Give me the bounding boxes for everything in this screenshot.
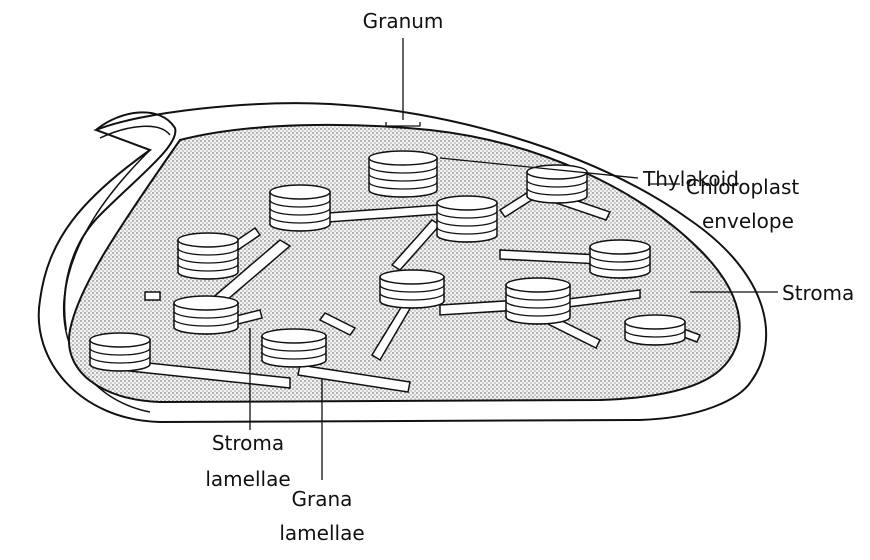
- thylakoid-disc-top: [270, 185, 330, 199]
- thylakoid-disc-top: [590, 240, 650, 254]
- label-chloroplast-envelope-2: envelope: [702, 209, 794, 233]
- granum-stack: [174, 296, 238, 334]
- thylakoid-disc-top: [625, 315, 685, 329]
- label-granum: Granum: [363, 9, 444, 33]
- granum-stack: [625, 315, 685, 345]
- granum-stack: [270, 185, 330, 231]
- granum-stack: [590, 240, 650, 278]
- granum-stack: [437, 196, 497, 242]
- label-grana-lamellae-2: lamellae: [279, 521, 364, 545]
- thylakoid-disc-top: [178, 233, 238, 247]
- thylakoid-disc-top: [90, 333, 150, 347]
- granum-stack: [527, 165, 587, 203]
- granum-stack: [90, 333, 150, 371]
- thylakoid-disc-top: [506, 278, 570, 292]
- label-stroma: Stroma: [782, 281, 854, 305]
- label-stroma-lamellae-2: lamellae: [205, 467, 290, 491]
- label-grana-lamellae-1: Grana: [292, 487, 353, 511]
- granum-stack: [380, 270, 444, 308]
- granum-stack: [369, 151, 437, 197]
- thylakoid-disc-top: [262, 329, 326, 343]
- granum-stack: [262, 329, 326, 367]
- thylakoid-disc-top: [369, 151, 437, 165]
- granum-stack: [506, 278, 570, 324]
- thylakoid-disc-top: [380, 270, 444, 284]
- label-stroma-lamellae-1: Stroma: [212, 431, 284, 455]
- thylakoid-disc-top: [437, 196, 497, 210]
- granum-stack: [178, 233, 238, 279]
- label-chloroplast-envelope-1: Chloroplast: [686, 175, 799, 199]
- lamella: [145, 292, 160, 300]
- thylakoid-disc-top: [174, 296, 238, 310]
